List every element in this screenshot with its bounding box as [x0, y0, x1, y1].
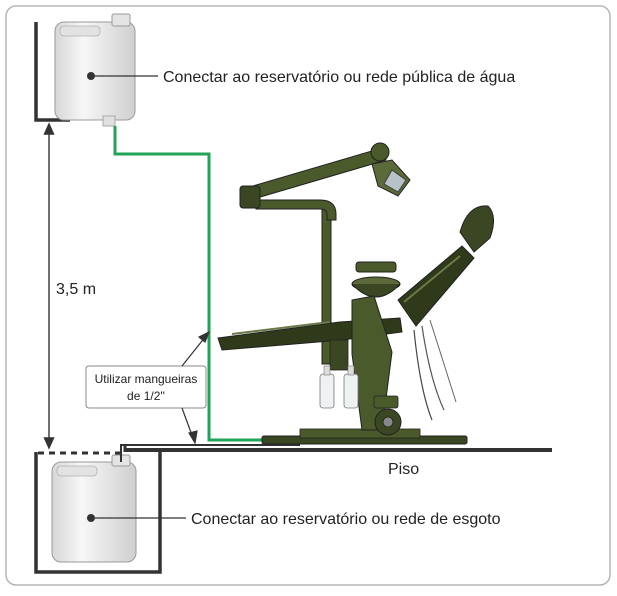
top-connection-label: Conectar ao reservatório ou rede pública… [163, 69, 515, 86]
water-supply-hose [113, 126, 325, 442]
hose-note-box [85, 365, 207, 409]
height-dimension-arrow [43, 122, 55, 450]
drain-hose [120, 444, 300, 462]
height-label: 3,5 m [56, 281, 96, 298]
bottom-tank-icon [51, 454, 137, 563]
hose-note-line1: Utilizar mangueiras [95, 372, 198, 386]
dental-chair-icon [217, 142, 494, 445]
bottom-connection-label: Conectar ao reservatório ou rede de esgo… [191, 511, 501, 528]
hose-note-line2: de 1/2'' [127, 389, 165, 403]
wall-frame [34, 22, 162, 574]
floor-label: Piso [388, 461, 419, 478]
hose-note-arrows [181, 330, 211, 445]
top-tank-icon [54, 13, 136, 127]
diagram-border [5, 5, 611, 586]
